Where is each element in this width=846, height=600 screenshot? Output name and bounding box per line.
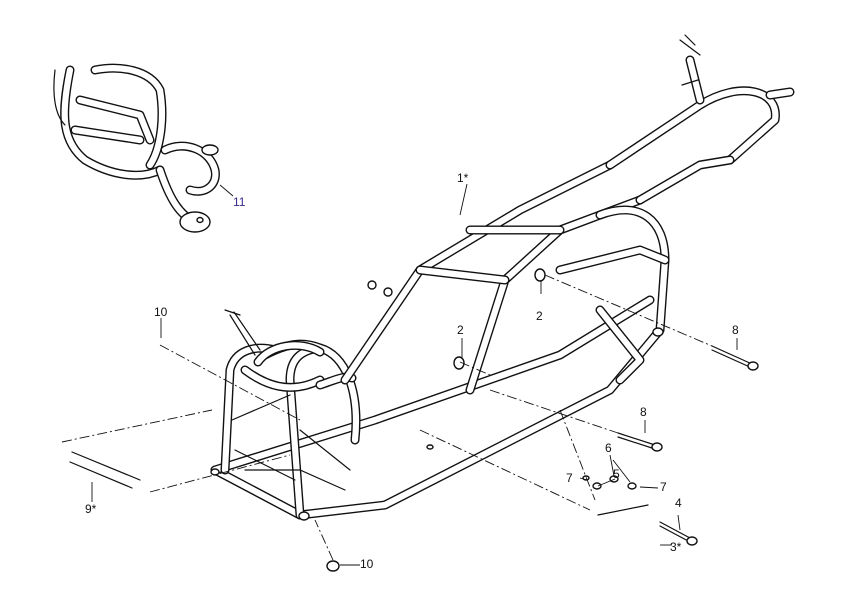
- callout-9: 9*: [85, 502, 97, 516]
- callout-10-upper: 10: [154, 305, 168, 319]
- callout-8-lower: 8: [640, 405, 647, 419]
- callout-7-right: 7: [660, 480, 667, 494]
- callout-2-right: 2: [536, 309, 543, 323]
- main-frame: [210, 34, 795, 521]
- engine-mount-part: [597, 504, 649, 516]
- callout-6: 6: [605, 441, 612, 455]
- bolts: [326, 345, 759, 572]
- callout-1: 1*: [457, 171, 469, 185]
- callout-3: 3*: [670, 540, 682, 554]
- front-guard-inset: [53, 63, 220, 233]
- callout-4: 4: [675, 496, 682, 510]
- skid-bracket-part: [69, 451, 141, 489]
- callout-2-left: 2: [457, 323, 464, 337]
- callout-7-left: 7: [566, 471, 573, 485]
- callout-10-lower: 10: [360, 557, 374, 571]
- callout-5: 5: [613, 467, 620, 481]
- callout-11: 11: [233, 195, 246, 209]
- callout-8-upper: 8: [732, 323, 739, 337]
- leader-lines: [61, 183, 738, 566]
